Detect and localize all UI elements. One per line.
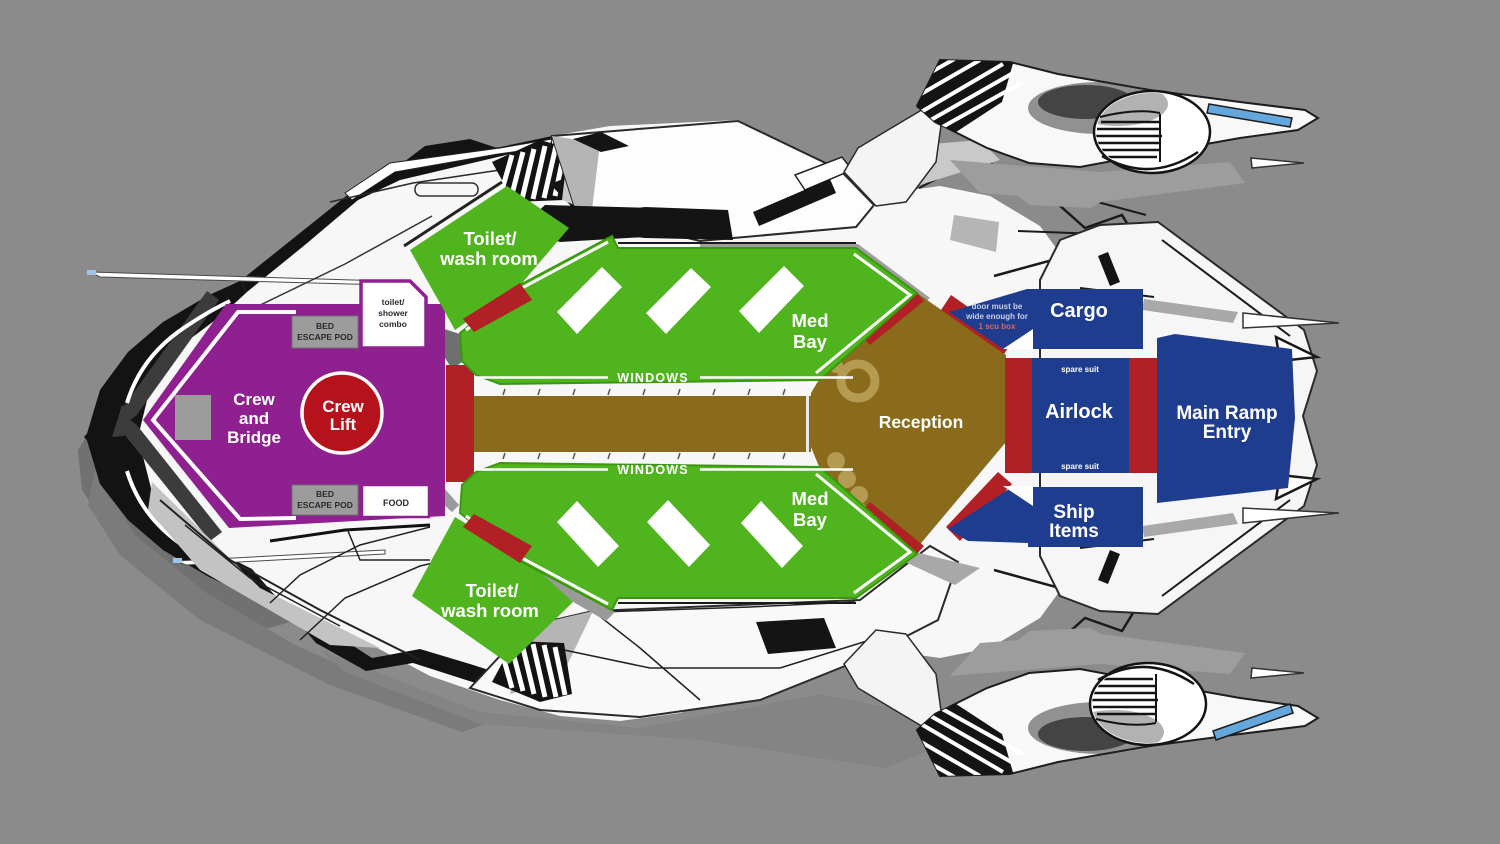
svg-text:shower: shower bbox=[378, 308, 408, 318]
svg-text:Med: Med bbox=[792, 310, 829, 331]
svg-text:Main Ramp: Main Ramp bbox=[1176, 403, 1277, 424]
svg-text:Lift: Lift bbox=[330, 415, 357, 434]
svg-text:Med: Med bbox=[792, 488, 829, 509]
svg-text:FOOD: FOOD bbox=[383, 498, 409, 508]
svg-text:Toilet/: Toilet/ bbox=[465, 580, 518, 601]
svg-text:wide enough for: wide enough for bbox=[965, 312, 1028, 321]
svg-text:door must be: door must be bbox=[972, 302, 1023, 311]
svg-text:ESCAPE POD: ESCAPE POD bbox=[297, 500, 353, 510]
svg-text:Entry: Entry bbox=[1203, 422, 1252, 443]
svg-text:and: and bbox=[239, 409, 269, 428]
svg-text:Items: Items bbox=[1049, 521, 1099, 542]
svg-text:Toilet/: Toilet/ bbox=[463, 228, 516, 249]
svg-text:Crew: Crew bbox=[322, 397, 364, 416]
svg-text:BED: BED bbox=[316, 489, 334, 499]
svg-text:ESCAPE POD: ESCAPE POD bbox=[297, 332, 353, 342]
svg-text:WINDOWS: WINDOWS bbox=[617, 463, 689, 477]
svg-text:wash room: wash room bbox=[440, 600, 539, 621]
svg-text:wash room: wash room bbox=[439, 248, 538, 269]
svg-text:toilet/: toilet/ bbox=[382, 297, 405, 307]
svg-text:Airlock: Airlock bbox=[1045, 401, 1114, 423]
svg-text:BED: BED bbox=[316, 321, 334, 331]
svg-text:spare suit: spare suit bbox=[1061, 365, 1099, 374]
svg-text:combo: combo bbox=[379, 319, 407, 329]
svg-text:spare suit: spare suit bbox=[1061, 462, 1099, 471]
svg-text:WINDOWS: WINDOWS bbox=[617, 371, 689, 385]
svg-text:Ship: Ship bbox=[1053, 502, 1094, 523]
svg-text:Bay: Bay bbox=[793, 331, 828, 352]
svg-text:Reception: Reception bbox=[879, 412, 964, 432]
svg-text:1 scu box: 1 scu box bbox=[979, 322, 1016, 331]
svg-text:Bridge: Bridge bbox=[227, 428, 281, 447]
svg-text:Cargo: Cargo bbox=[1050, 300, 1108, 322]
svg-text:Crew: Crew bbox=[233, 390, 275, 409]
svg-text:Bay: Bay bbox=[793, 509, 828, 530]
